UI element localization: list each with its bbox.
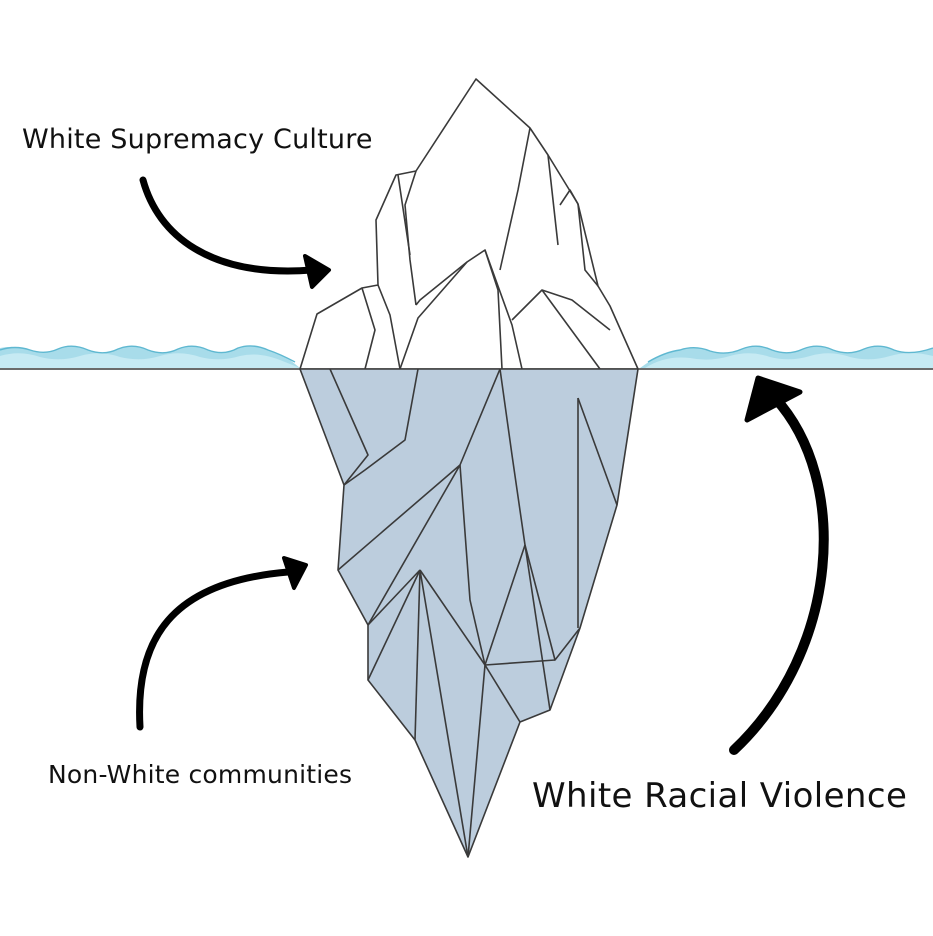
label-white-supremacy-culture: White Supremacy Culture: [22, 124, 373, 155]
water-right: [640, 345, 933, 368]
curved-arrow-top: [139, 176, 331, 289]
label-non-white-communities: Non-White communities: [48, 760, 353, 789]
iceberg-submerged: [299, 368, 639, 858]
curved-arrow-bottom: [136, 556, 308, 731]
water-left-waveline: [0, 345, 296, 363]
label-white-racial-violence: White Racial Violence: [532, 776, 908, 816]
water-left: [0, 345, 300, 368]
iceberg-tip: [299, 78, 639, 370]
curved-arrow-right: [729, 375, 829, 755]
water-right-highlight: [645, 353, 933, 368]
water-right-waveline: [647, 345, 933, 363]
water-left-highlight: [0, 353, 300, 368]
